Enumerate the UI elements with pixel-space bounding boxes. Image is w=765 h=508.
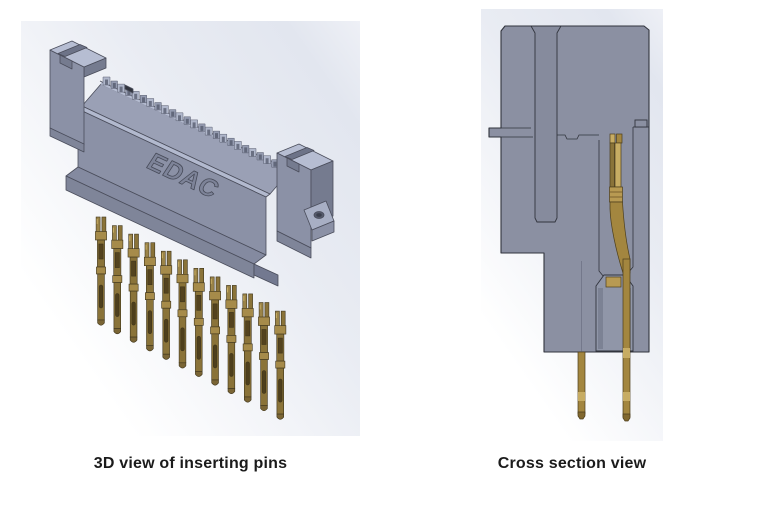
left-figure-caption: 3D view of inserting pins	[93, 455, 288, 472]
pin-tails	[577, 351, 586, 420]
connector-3d-drawing: EDAC	[49, 40, 335, 420]
gold-pin	[111, 225, 124, 335]
gold-pin	[127, 233, 140, 343]
gold-pin	[241, 293, 254, 403]
pins-3d-view-figure: EDAC	[21, 21, 360, 436]
cross-section-figure	[481, 9, 663, 441]
gold-pin	[225, 285, 238, 394]
right-figure-caption: Cross section view	[497, 455, 647, 472]
polarizing-tab	[634, 119, 648, 128]
keying-notch	[124, 84, 134, 94]
cross-section-drawing	[488, 25, 650, 422]
cross-section-contact-pin	[605, 133, 631, 422]
pin-retention-barb	[605, 276, 622, 288]
gold-pin	[209, 276, 222, 386]
connector-housing: EDAC	[49, 40, 335, 287]
gold-pin	[176, 259, 189, 369]
gold-pin	[258, 302, 270, 412]
gold-pin	[160, 250, 173, 360]
gold-pin	[274, 310, 287, 420]
gold-pin	[144, 242, 156, 352]
gold-pin	[95, 216, 107, 326]
gold-pin	[192, 267, 205, 377]
